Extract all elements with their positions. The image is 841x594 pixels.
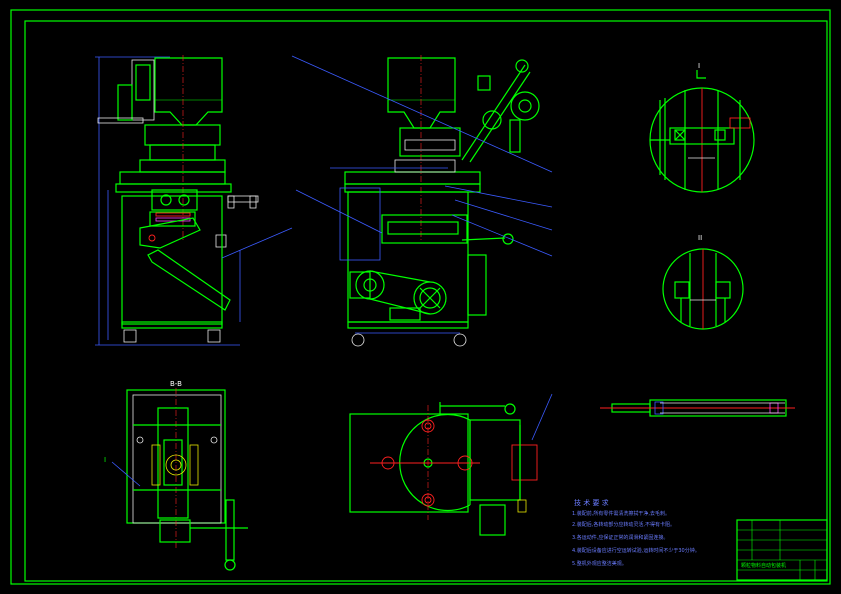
- section-bb-label: B-B: [170, 380, 182, 388]
- callout-1-label: I: [104, 456, 106, 464]
- notes-line-1: 1.装配前,所有零件需清洗擦拭干净,去毛刺。: [572, 510, 670, 517]
- outer-border: [10, 9, 831, 585]
- title-block: [736, 519, 828, 581]
- section-bb-view: [111, 388, 248, 571]
- notes-line-3: 3.各运动件,应保证正常的润滑和紧固连接。: [572, 534, 668, 541]
- detail-1-label: I: [698, 62, 700, 70]
- front-view: [95, 55, 259, 346]
- detail-2-label: II: [698, 234, 702, 242]
- side-view: [221, 55, 553, 347]
- detail-circle-2: [662, 248, 744, 330]
- detail-circle-1: [649, 70, 755, 193]
- part-view-cylinder: [600, 399, 795, 417]
- bottom-section-view: [349, 393, 553, 536]
- notes-title: 技 术 要 求: [574, 498, 609, 507]
- inner-border: [24, 20, 828, 582]
- notes-line-4: 4.装配后设备应进行空运转试验,运转时间不少于30分钟。: [572, 547, 700, 554]
- notes-line-5: 5.整机外观应整洁美观。: [572, 560, 627, 567]
- drawing-name: 颗粒物料自动包装机: [741, 562, 786, 569]
- notes-line-2: 2.装配后,各转动部分应转动灵活,不得有卡阻。: [572, 521, 675, 528]
